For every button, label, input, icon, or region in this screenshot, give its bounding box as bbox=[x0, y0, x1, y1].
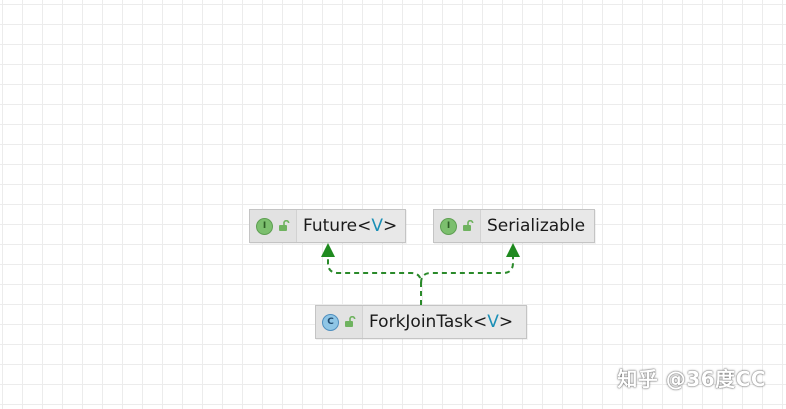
unlocked-icon bbox=[463, 220, 474, 231]
node-icon-cell: I bbox=[434, 210, 481, 242]
watermark: 知乎 @36度CC bbox=[617, 367, 766, 391]
arrowhead-future bbox=[321, 243, 335, 257]
generic-open: < bbox=[473, 312, 488, 332]
edge-forkjointask-to-future bbox=[327, 254, 422, 305]
class-name: ForkJoinTask bbox=[369, 312, 474, 332]
interface-icon: I bbox=[256, 217, 273, 235]
node-label: Serializable bbox=[481, 216, 595, 236]
edge-forkjointask-to-serializable bbox=[420, 254, 514, 284]
node-label: Future<V> bbox=[297, 216, 407, 236]
unlocked-icon bbox=[345, 316, 356, 327]
generic-param: V bbox=[371, 216, 384, 236]
generic-open: < bbox=[357, 216, 372, 236]
unlocked-icon bbox=[279, 220, 290, 231]
class-icon: C bbox=[322, 313, 339, 331]
generic-close: > bbox=[383, 216, 398, 236]
class-name: Future bbox=[303, 216, 358, 236]
interface-icon: I bbox=[440, 217, 457, 235]
class-name: Serializable bbox=[487, 216, 586, 236]
arrowhead-serializable bbox=[506, 243, 520, 257]
generic-param: V bbox=[487, 312, 499, 332]
node-serializable[interactable]: I Serializable bbox=[433, 209, 595, 243]
node-icon-cell: C bbox=[316, 306, 363, 338]
node-future[interactable]: I Future<V> bbox=[249, 209, 406, 243]
node-icon-cell: I bbox=[250, 210, 297, 242]
node-label: ForkJoinTask<V> bbox=[363, 312, 523, 332]
generic-close: > bbox=[498, 312, 514, 332]
node-forkjointask[interactable]: C ForkJoinTask<V> bbox=[315, 305, 527, 339]
